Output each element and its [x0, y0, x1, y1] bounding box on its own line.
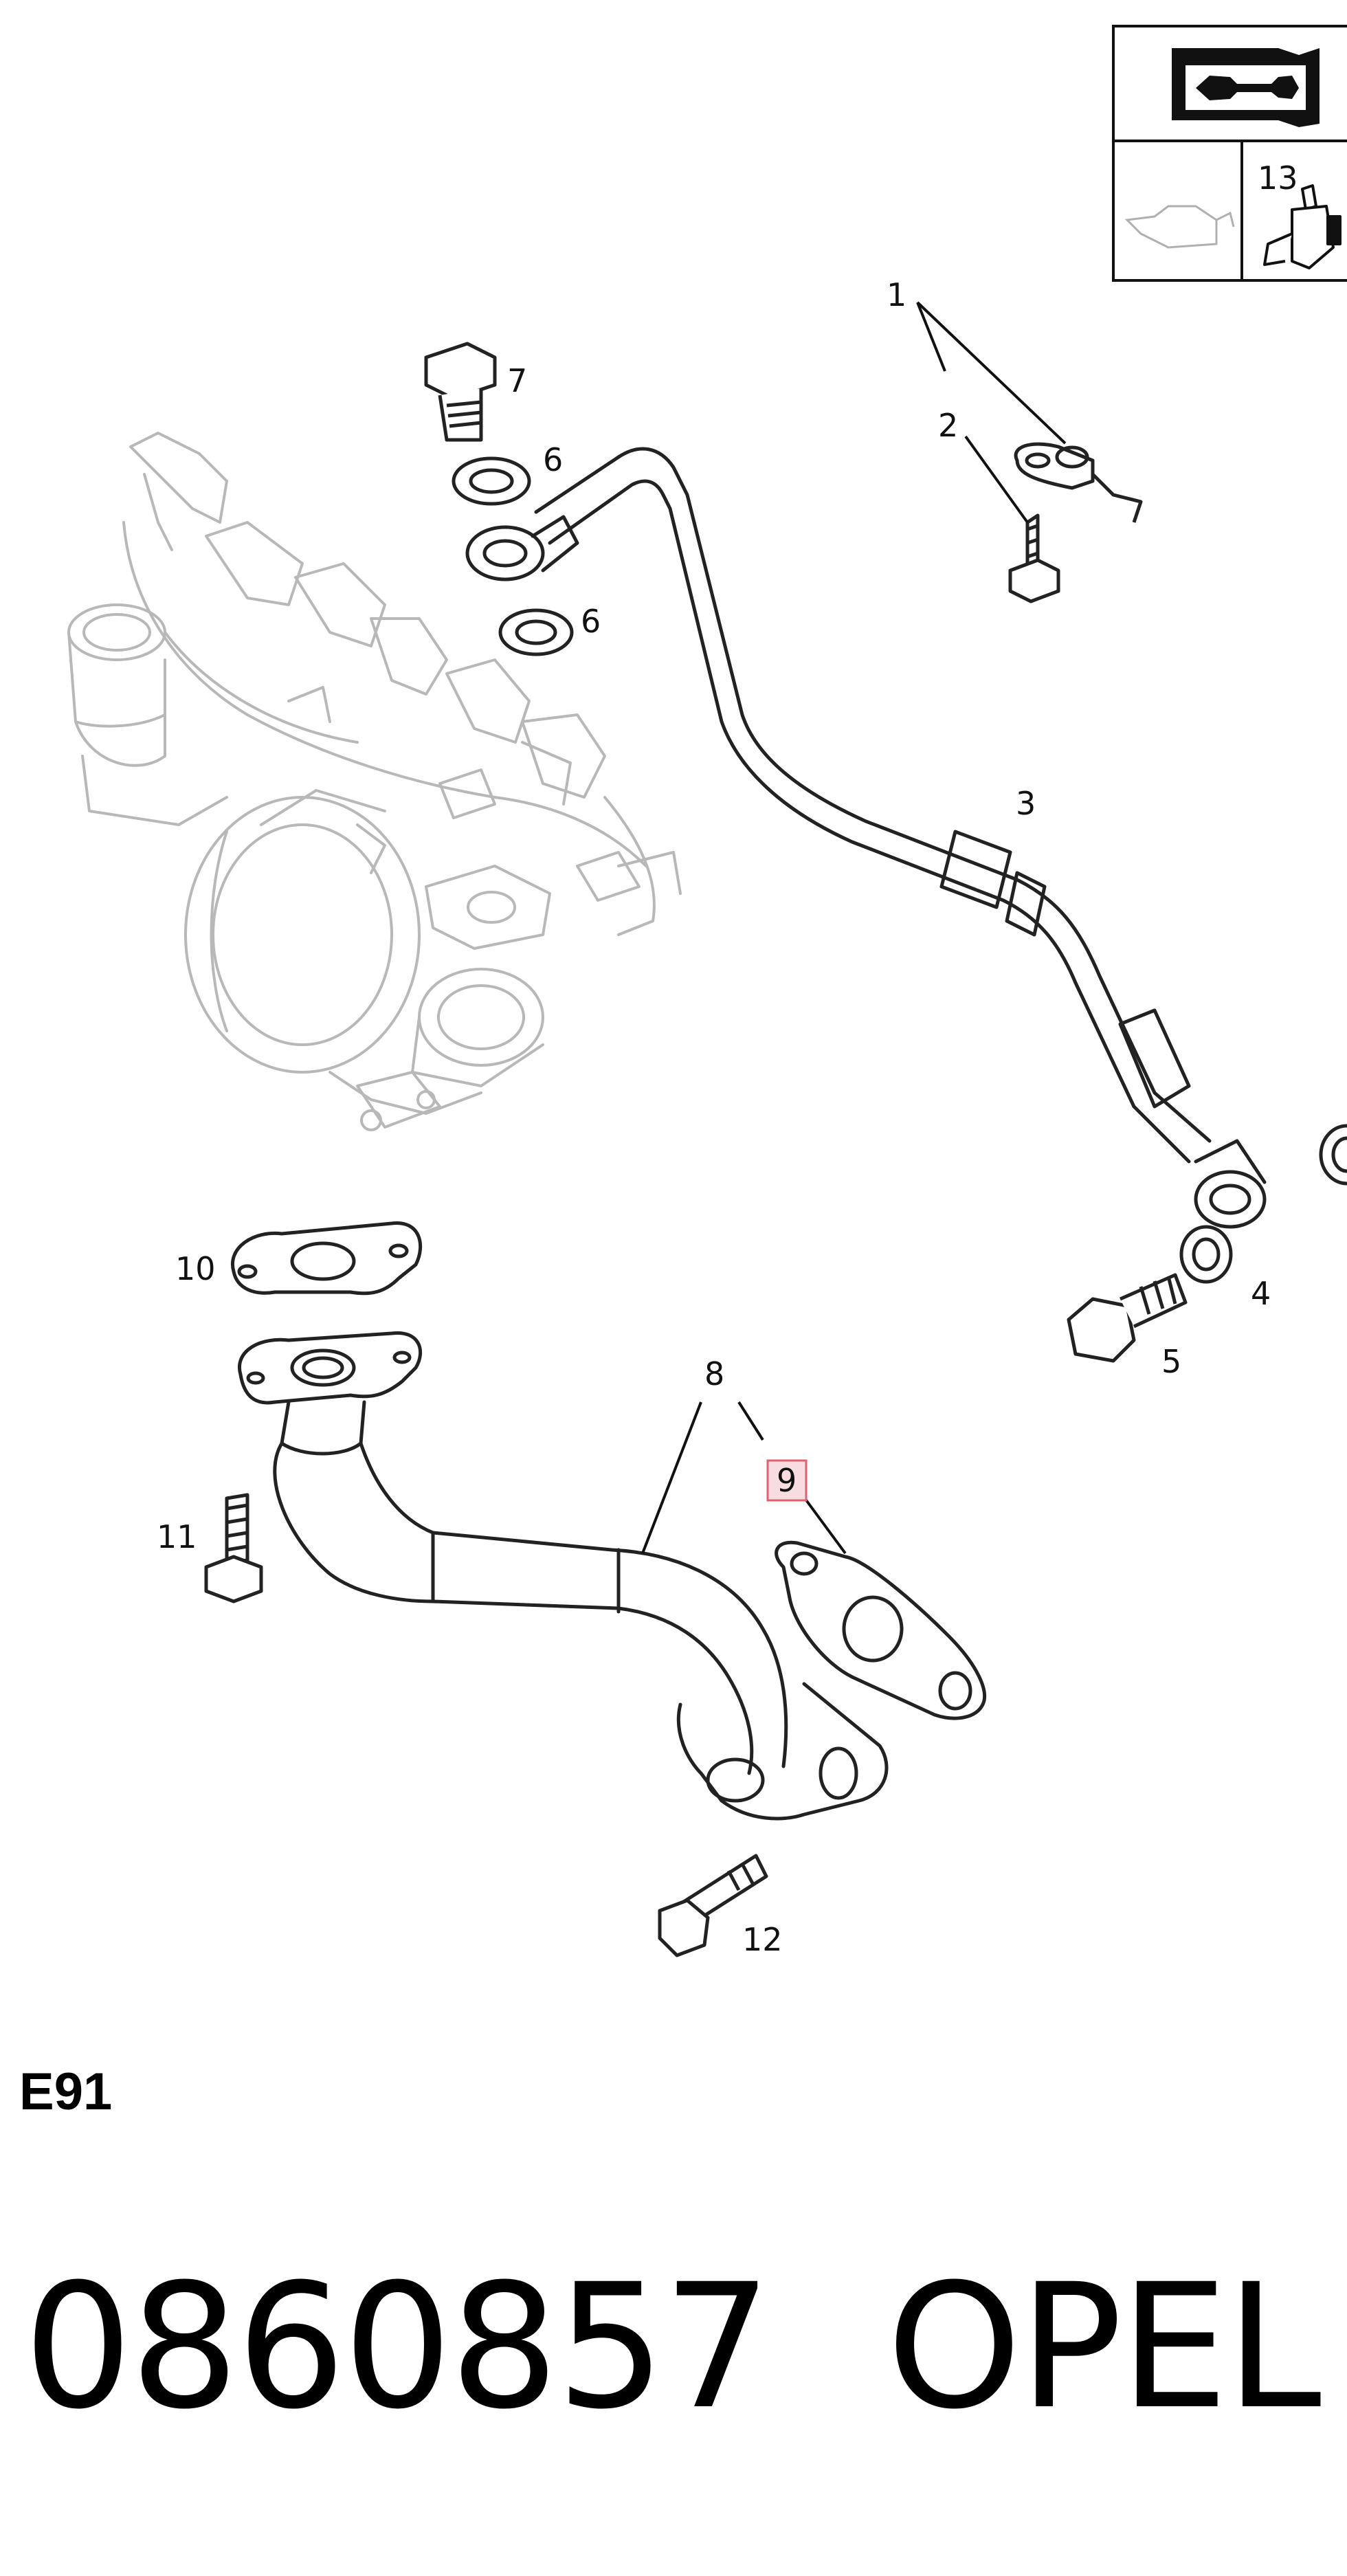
leader-lines: [641, 301, 1067, 1555]
callout-6b: 6: [581, 603, 601, 640]
callout-9: 9: [777, 1462, 797, 1499]
callout-9-highlight-box: [766, 1459, 808, 1502]
callout-6a: 6: [543, 441, 563, 478]
callout-12: 12: [742, 1921, 783, 1958]
oil-feed-pipe: [465, 447, 1267, 1229]
washer-lower: [498, 608, 574, 656]
washer-upper: [452, 456, 531, 506]
callout-7: 7: [507, 362, 527, 399]
callout-11: 11: [157, 1518, 197, 1555]
bolt-12: [658, 1854, 768, 1957]
oil-can-icon: [1124, 205, 1235, 249]
sealant-tube-icon: [1263, 184, 1342, 269]
bolt-11: [204, 1493, 263, 1603]
callout-2: 2: [938, 407, 958, 444]
gasket-top: [231, 1221, 423, 1296]
callout-10: 10: [175, 1250, 216, 1287]
brand-name: OPEL: [887, 2247, 1322, 2447]
callout-8: 8: [704, 1355, 724, 1392]
callout-1: 1: [887, 276, 906, 313]
turbocharger-manifold: [67, 432, 682, 1131]
manual-wrench-icon: [1172, 48, 1320, 127]
washer-right: [1319, 1124, 1347, 1186]
banjo-bolt-upper: [424, 342, 497, 442]
callout-5: 5: [1161, 1343, 1181, 1380]
group-code: E91: [19, 2063, 113, 2121]
callout-4b: 4: [1251, 1275, 1271, 1312]
gasket-lower: [775, 1540, 987, 1720]
pipe-clamp: [1014, 442, 1143, 523]
banjo-bolt-lower: [1067, 1273, 1188, 1363]
clamp-bolt: [1008, 513, 1060, 603]
service-legend-box: [1112, 25, 1347, 282]
oil-drain-pipe: [238, 1331, 889, 1821]
part-number: 0860857: [23, 2247, 772, 2447]
callout-13: 13: [1258, 159, 1298, 197]
callout-3: 3: [1016, 785, 1036, 822]
washer-mid: [1179, 1225, 1233, 1284]
callout-labels: 1 2 3 4 4 5 6 6 7 8 9 10 11 12 13: [157, 159, 1298, 1958]
